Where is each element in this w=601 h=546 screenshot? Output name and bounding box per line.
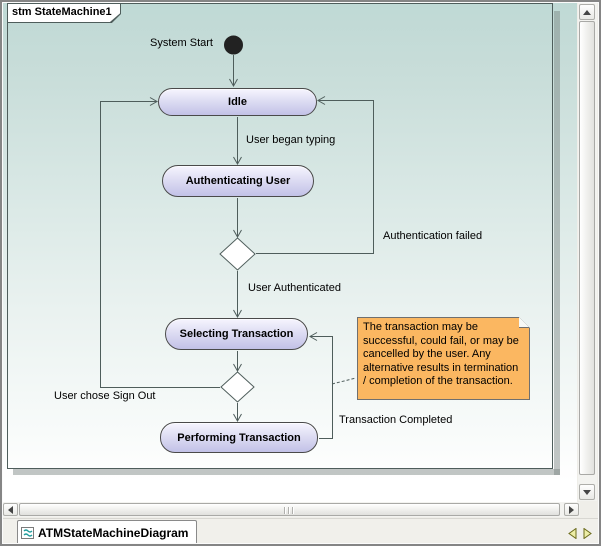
state-selecting-transaction[interactable]: Selecting Transaction [165, 318, 308, 350]
scroll-left-icon [8, 505, 13, 514]
horizontal-scrollbar[interactable] [2, 502, 580, 517]
state-authenticating-user[interactable]: Authenticating User [162, 165, 314, 197]
statemachine-frame [7, 3, 553, 469]
scroll-left-button[interactable] [3, 503, 18, 516]
tab-label: ATMStateMachineDiagram [38, 525, 189, 540]
scroll-down-button[interactable] [579, 484, 595, 500]
state-performing-transaction[interactable]: Performing Transaction [160, 422, 318, 453]
vertical-scrollbar[interactable] [578, 3, 597, 501]
frame-shadow [13, 469, 560, 475]
note-fold-corner-icon [519, 317, 530, 328]
horizontal-scroll-thumb[interactable] [19, 503, 560, 516]
scroll-up-button[interactable] [579, 4, 595, 20]
frame-shadow [554, 11, 560, 475]
note-text: The transaction may be successful, could… [358, 318, 529, 399]
transition-label-authentication-failed: Authentication failed [383, 230, 483, 242]
initial-node-label: System Start [150, 37, 213, 49]
transition-label-user-chose-sign-out: User chose Sign Out [54, 390, 156, 402]
diagram-icon [21, 526, 34, 539]
scroll-right-button[interactable] [564, 503, 579, 516]
tab-prev-icon[interactable] [568, 528, 577, 539]
scroll-up-icon [583, 9, 591, 15]
scroll-right-icon [569, 505, 574, 514]
tab-next-icon[interactable] [583, 528, 592, 539]
scroll-thumb-grip-icon [283, 507, 296, 514]
vertical-scroll-thumb[interactable] [579, 21, 595, 475]
transition-label-transaction-completed: Transaction Completed [339, 414, 453, 426]
diagram-tab-bar: ATMStateMachineDiagram [0, 518, 601, 546]
note[interactable]: The transaction may be successful, could… [357, 317, 530, 400]
state-idle[interactable]: Idle [158, 88, 317, 116]
scroll-down-icon [583, 489, 591, 495]
tab-atm-state-machine-diagram[interactable]: ATMStateMachineDiagram [17, 520, 198, 544]
transition-label-user-began-typing: User began typing [246, 134, 336, 146]
transition-label-user-authenticated: User Authenticated [248, 282, 341, 294]
frame-title: stm StateMachine1 [8, 4, 120, 22]
frame-title-pentagon: stm StateMachine1 [7, 3, 121, 23]
